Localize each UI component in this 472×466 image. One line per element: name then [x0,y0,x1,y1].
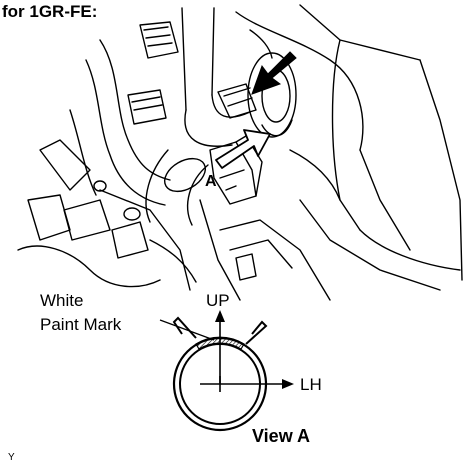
white-paint-mark-label-line1: White [40,291,83,310]
paint-mark-leader [159,319,215,341]
hollow-arrow [215,129,271,169]
engine-bay-drawing [17,4,463,301]
up-label: UP [206,291,230,310]
view-a-title: View A [252,426,310,446]
heading: for 1GR-FE: [2,2,97,21]
lh-arrow [200,379,294,389]
up-arrow [215,310,225,384]
black-arrow [251,51,297,95]
lh-label: LH [300,375,322,394]
figure-code: Y [8,452,15,463]
view-marker-label: A [205,173,217,190]
white-paint-mark [195,336,245,350]
white-paint-mark-label-line2: Paint Mark [40,315,122,334]
